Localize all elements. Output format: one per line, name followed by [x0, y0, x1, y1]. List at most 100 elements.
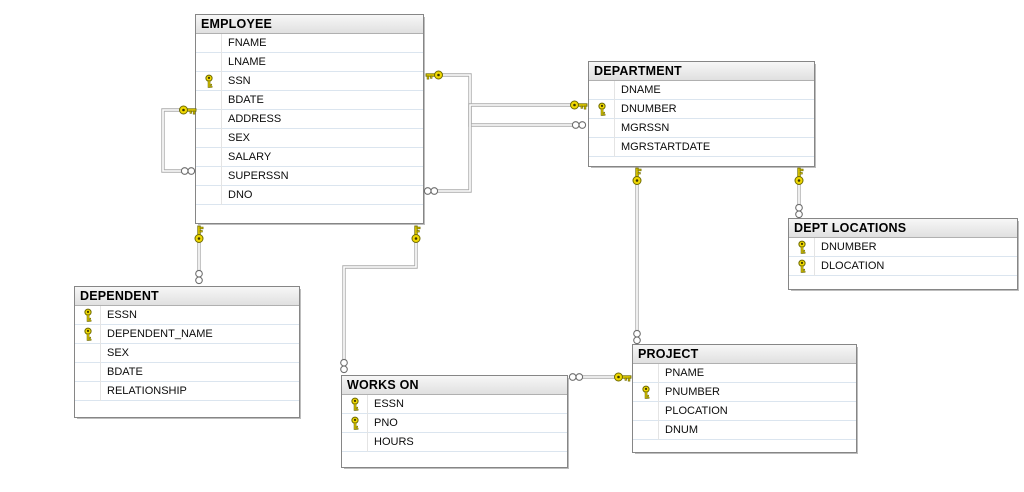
column-row-mgrssn[interactable]: MGRSSN [589, 119, 814, 138]
column-row-address[interactable]: ADDRESS [196, 110, 423, 129]
infinity-end-icon [633, 329, 641, 345]
column-name: SEX [107, 346, 130, 359]
column-row-dependent-name[interactable]: DEPENDENT_NAME [75, 325, 299, 344]
primary-key-icon [83, 308, 92, 322]
key-end-icon [794, 167, 804, 185]
empty-key-cell [589, 138, 615, 156]
relationship-project-workson[interactable] [568, 372, 632, 382]
column-name: MGRSTARTDATE [621, 140, 711, 153]
column-name: FNAME [228, 36, 267, 49]
table-body: PNAME PNUMBER PLOCATION DNUM [633, 364, 856, 440]
key-end-icon [194, 225, 204, 243]
infinity-end-icon [571, 121, 587, 129]
column-row-plocation[interactable]: PLOCATION [633, 402, 856, 421]
key-end-icon [614, 372, 632, 382]
empty-key-cell [75, 382, 101, 400]
column-row-pname[interactable]: PNAME [633, 364, 856, 383]
column-row-hours[interactable]: HOURS [342, 433, 567, 452]
column-row-dnum[interactable]: DNUM [633, 421, 856, 440]
relationship-department-project[interactable] [632, 167, 642, 345]
primary-key-cell [342, 395, 368, 413]
relationship-employee-department-mgr[interactable] [425, 70, 587, 129]
column-row-lname[interactable]: LNAME [196, 53, 423, 72]
gutter-divider [814, 238, 815, 276]
gutter-divider [221, 34, 222, 205]
column-name: PLOCATION [665, 404, 728, 417]
column-row-dnumber[interactable]: DNUMBER [589, 100, 814, 119]
empty-key-cell [342, 433, 368, 451]
relationship-department-employee-dno[interactable] [423, 100, 588, 195]
key-end-icon [570, 100, 588, 110]
column-row-essn[interactable]: ESSN [75, 306, 299, 325]
empty-key-cell [589, 119, 615, 137]
column-row-essn[interactable]: ESSN [342, 395, 567, 414]
column-row-bdate[interactable]: BDATE [75, 363, 299, 382]
primary-key-icon [641, 385, 650, 399]
primary-key-icon [204, 74, 213, 88]
column-name: DNUM [665, 423, 698, 436]
empty-key-cell [196, 186, 222, 204]
column-name: HOURS [374, 435, 414, 448]
empty-key-cell [633, 402, 659, 420]
column-name: PNUMBER [665, 385, 721, 398]
empty-key-cell [75, 363, 101, 381]
column-row-dno[interactable]: DNO [196, 186, 423, 205]
column-row-sex[interactable]: SEX [75, 344, 299, 363]
column-row-dname[interactable]: DNAME [589, 81, 814, 100]
column-row-superssn[interactable]: SUPERSSN [196, 167, 423, 186]
table-body: ESSN DEPENDENT_NAME SEX BDATE RELATIONSHIP [75, 306, 299, 401]
key-end-icon [425, 70, 443, 80]
primary-key-icon [350, 397, 359, 411]
table-title-dependent[interactable]: DEPENDENT [75, 287, 299, 306]
primary-key-cell [789, 238, 815, 256]
column-row-pno[interactable]: PNO [342, 414, 567, 433]
column-row-sex[interactable]: SEX [196, 129, 423, 148]
empty-key-cell [75, 344, 101, 362]
table-title-dept-locations[interactable]: DEPT LOCATIONS [789, 219, 1017, 238]
column-name: DNO [228, 188, 253, 201]
column-row-fname[interactable]: FNAME [196, 34, 423, 53]
column-name: PNO [374, 416, 398, 429]
primary-key-icon [797, 240, 806, 254]
primary-key-cell [789, 257, 815, 275]
column-row-pnumber[interactable]: PNUMBER [633, 383, 856, 402]
column-row-dnumber[interactable]: DNUMBER [789, 238, 1017, 257]
column-name: ESSN [374, 397, 404, 410]
table-works-on[interactable]: WORKS ON ESSN PNO HOURS [341, 375, 568, 468]
table-title-employee[interactable]: EMPLOYEE [196, 15, 423, 34]
infinity-end-icon [568, 373, 584, 381]
table-title-works-on[interactable]: WORKS ON [342, 376, 567, 395]
relationship-department-deptlocations[interactable] [794, 167, 804, 219]
column-name: SEX [228, 131, 251, 144]
column-row-ssn[interactable]: SSN [196, 72, 423, 91]
table-title-department[interactable]: DEPARTMENT [589, 62, 814, 81]
column-row-bdate[interactable]: BDATE [196, 91, 423, 110]
primary-key-cell [342, 414, 368, 432]
empty-key-cell [633, 421, 659, 439]
relationship-employee-self-reference[interactable] [161, 105, 197, 175]
relationship-employee-dependent[interactable] [194, 225, 204, 285]
empty-key-cell [589, 81, 615, 99]
column-row-mgrstartdate[interactable]: MGRSTARTDATE [589, 138, 814, 157]
relationship-employee-workson[interactable] [340, 225, 421, 374]
gutter-divider [658, 364, 659, 440]
column-name: DEPENDENT_NAME [107, 327, 213, 340]
column-name: RELATIONSHIP [107, 384, 187, 397]
primary-key-icon [597, 102, 606, 116]
column-row-salary[interactable]: SALARY [196, 148, 423, 167]
column-name: DNAME [621, 83, 661, 96]
column-row-dlocation[interactable]: DLOCATION [789, 257, 1017, 276]
column-name: SUPERSSN [228, 169, 289, 182]
table-title-project[interactable]: PROJECT [633, 345, 856, 364]
primary-key-icon [83, 327, 92, 341]
column-row-relationship[interactable]: RELATIONSHIP [75, 382, 299, 401]
primary-key-icon [350, 416, 359, 430]
gutter-divider [614, 81, 615, 157]
